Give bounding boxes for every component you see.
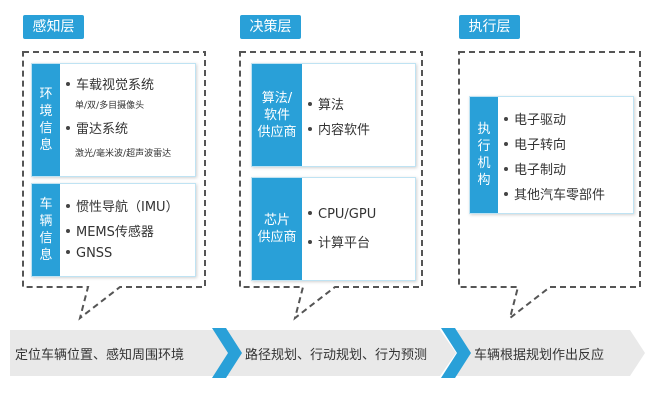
bullet-icon [308,210,312,215]
actuator-tab: 执 行 机 构 [470,97,498,213]
software-supplier-label: 算法/ 软件 供应商 [257,90,297,140]
decision-layer-header: 决策层 [240,15,301,39]
environment-info-label: 环 境 信 息 [39,87,53,153]
bullet-icon [66,81,70,86]
list-item: 其他汽车零部件 [504,184,605,203]
flow-arrow-1 [212,328,242,378]
list-item: 惯性导航（IMU） [66,196,179,215]
chip-supplier-label: 芯片 供应商 [257,213,297,245]
vehicle-info-label: 车 辆 信 息 [39,197,53,263]
bullet-icon [66,228,70,233]
bullet-icon [504,116,508,121]
bullet-icon [308,239,312,244]
execution-frame [458,51,641,321]
flow-step-execution: 车辆根据规划作出反应 [474,348,605,363]
list-item: 雷达系统 [66,118,128,137]
process-band [10,328,645,378]
chip-supplier-tab: 芯片 供应商 [252,178,302,280]
perception-layer-header: 感知层 [23,15,84,39]
software-supplier-card: 算法/ 软件 供应商 算法 内容软件 [251,63,416,167]
actuator-label: 执 行 机 构 [477,122,491,188]
environment-info-tab: 环 境 信 息 [32,64,60,176]
bullet-icon [308,126,312,131]
list-item: 计算平台 [308,232,370,251]
item-subtext: 单/双/多目摄像头 [75,101,145,111]
item-subtext: 激光/毫米波/超声波雷达 [75,149,172,159]
list-item: 电子制动 [504,159,566,178]
bullet-icon [504,166,508,171]
bullet-icon [66,125,70,130]
flow-step-perception: 定位车辆位置、感知周围环境 [15,348,185,363]
list-item: CPU/GPU [308,207,376,222]
vehicle-info-tab: 车 辆 信 息 [32,184,60,276]
bullet-icon [504,141,508,146]
list-item: 车载视觉系统 [66,74,154,93]
bullet-icon [66,249,70,254]
execution-layer-header: 执行层 [459,15,520,39]
chip-supplier-card: 芯片 供应商 CPU/GPU 计算平台 [251,177,416,281]
bullet-icon [66,203,70,208]
vehicle-info-card: 车 辆 信 息 惯性导航（IMU） MEMS传感器 GNSS [31,183,196,277]
bullet-icon [504,191,508,196]
flow-arrow-2 [441,328,471,378]
list-item: 内容软件 [308,119,370,138]
list-item: 电子转向 [504,134,566,153]
decision-frame [239,51,423,321]
actuator-card: 执 行 机 构 电子驱动 电子转向 电子制动 其他汽车零部件 [469,96,634,214]
list-item: GNSS [66,246,112,261]
list-item: MEMS传感器 [66,221,154,240]
list-item: 算法 [308,94,344,113]
flow-step-decision: 路径规划、行动规划、行为预测 [245,348,428,363]
environment-info-card: 环 境 信 息 车载视觉系统 单/双/多目摄像头 雷达系统 激光/毫米波/超声波… [31,63,196,177]
software-supplier-tab: 算法/ 软件 供应商 [252,64,302,166]
perception-frame [22,51,206,321]
bullet-icon [308,101,312,106]
list-item: 电子驱动 [504,109,566,128]
